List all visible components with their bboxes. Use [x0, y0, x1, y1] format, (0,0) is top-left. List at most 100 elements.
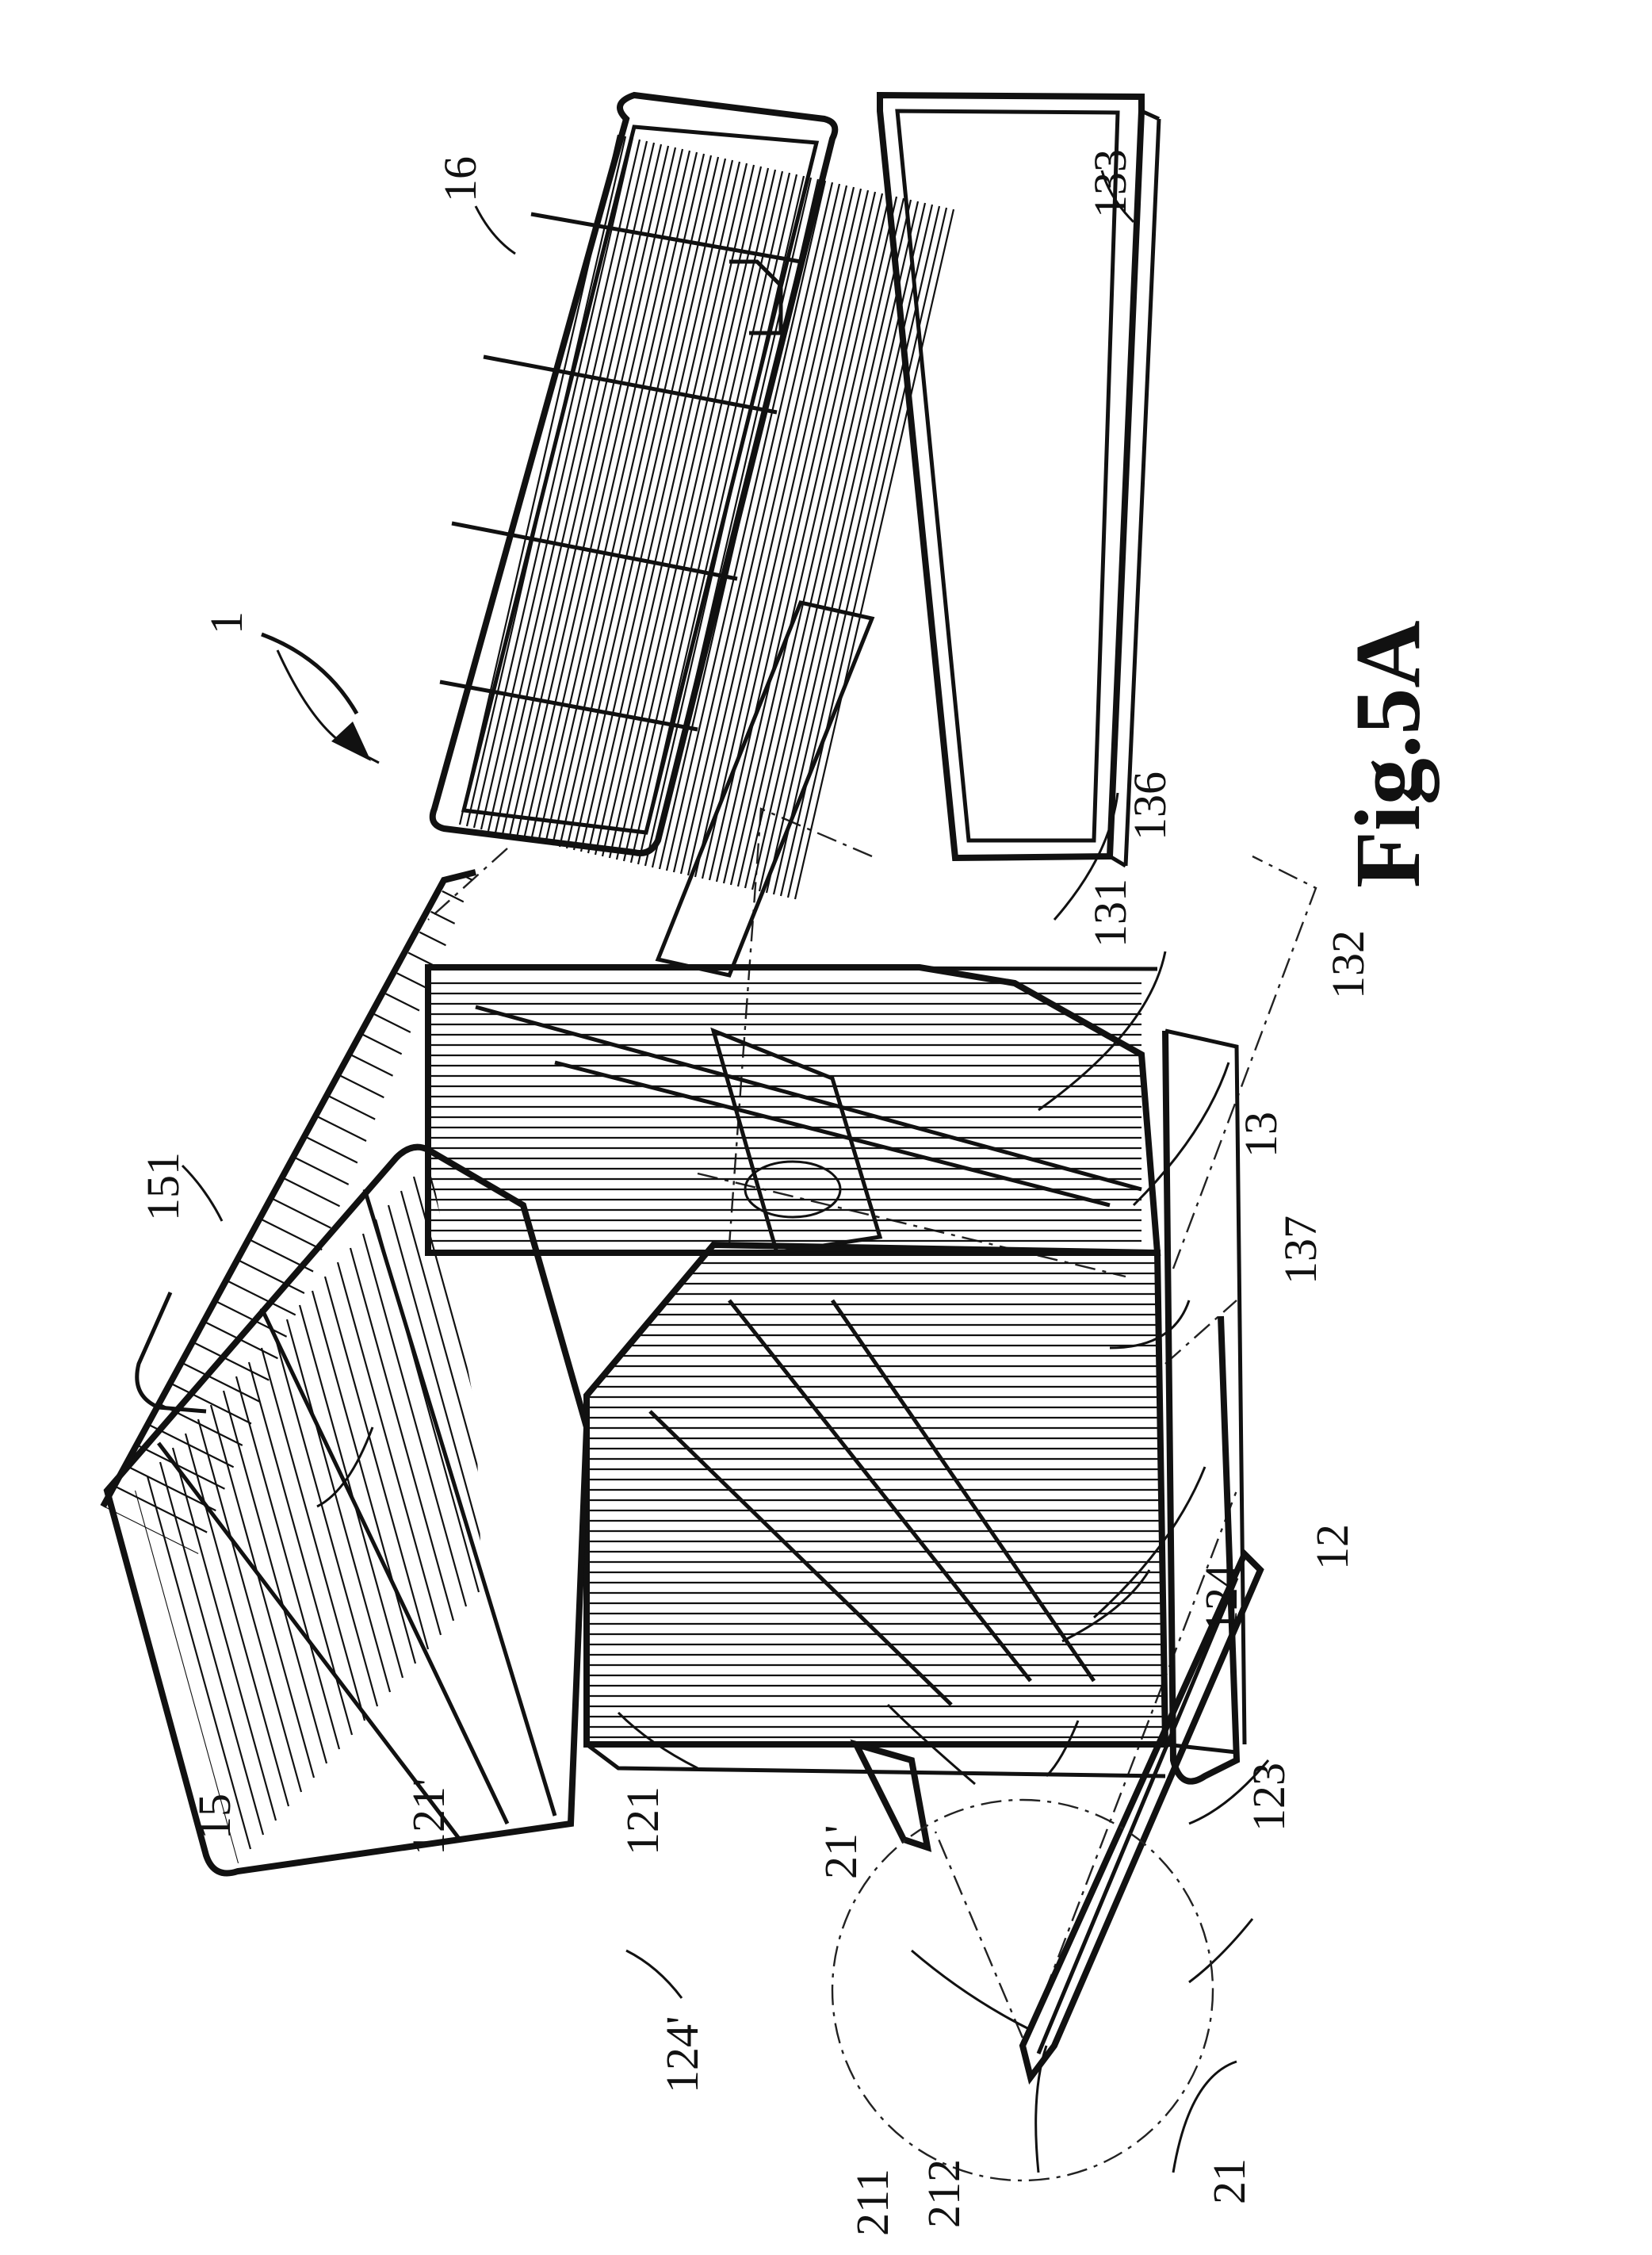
drip-pan-133 — [729, 91, 1161, 868]
hatch-line — [180, 1361, 277, 1411]
label-121: 121 — [617, 1786, 668, 1855]
hatch-line — [298, 1304, 404, 1679]
label-21-prime: 21' — [815, 1825, 866, 1879]
hatch-line — [361, 1233, 468, 1607]
label-132: 132 — [1322, 930, 1374, 999]
hatch-line — [323, 1276, 430, 1650]
hatch-line — [146, 1476, 252, 1850]
label-124-prime: 124' — [656, 2016, 708, 2093]
hatch-line — [572, 159, 734, 851]
hatch-line — [273, 1333, 379, 1707]
hatch-line — [124, 1464, 221, 1514]
hatch-line — [793, 209, 955, 900]
hatch-line — [472, 137, 634, 829]
hatch-line — [537, 151, 698, 843]
assembly-lines — [427, 807, 1317, 2039]
hatch-line — [615, 169, 777, 860]
hatch-line — [402, 949, 476, 998]
hatch-line — [412, 1176, 491, 1550]
hatch-line — [729, 194, 891, 886]
hatch-line — [184, 1433, 290, 1807]
hatch-line — [147, 1423, 243, 1472]
hatch-line — [311, 1290, 417, 1664]
hatch-line — [744, 197, 905, 889]
label-137: 137 — [1275, 1216, 1326, 1284]
hatch-line — [136, 1444, 232, 1493]
hatch-line — [335, 1073, 432, 1122]
hatch-line — [544, 153, 706, 844]
hatch-line — [113, 1485, 210, 1534]
hatch-line — [686, 185, 848, 876]
hatch-line — [608, 167, 770, 859]
hatch-line — [235, 1258, 332, 1307]
label-211: 211 — [847, 2169, 898, 2236]
hatch-line — [508, 145, 670, 837]
hatch-line — [672, 182, 834, 873]
grid-tray-16 — [429, 91, 955, 900]
hatch-line — [336, 1261, 442, 1636]
label-136: 136 — [1124, 771, 1176, 840]
hatch-line — [515, 147, 677, 838]
hatch-line — [579, 161, 741, 852]
hatch-line — [736, 196, 898, 887]
hatch-line — [694, 186, 855, 878]
hatch-line — [487, 140, 648, 832]
hatch-line — [285, 1319, 392, 1693]
label-12: 12 — [1306, 1524, 1358, 1570]
inner-rack-131 — [655, 600, 883, 1255]
hatch-line — [291, 1155, 388, 1204]
hatch-line — [701, 188, 862, 879]
hatch-line — [772, 204, 934, 895]
hatch-line — [494, 142, 656, 833]
hatch-line — [269, 1196, 365, 1246]
hatch-line — [349, 1247, 455, 1621]
label-133: 133 — [1084, 149, 1136, 218]
hatch-line — [551, 155, 713, 846]
hatch-line — [594, 164, 755, 856]
hatch-line — [222, 1390, 328, 1764]
label-131: 131 — [1084, 879, 1136, 948]
label-121-prime: 121' — [403, 1778, 454, 1855]
detail-circle — [831, 1798, 1214, 2182]
hatch-line — [587, 163, 748, 854]
figure-title: Fig.5A — [1336, 620, 1440, 888]
hatch-line — [651, 177, 813, 868]
hatch-line — [425, 1162, 491, 1536]
hatch-line — [629, 172, 791, 863]
label-15: 15 — [189, 1794, 240, 1840]
hatch-line — [158, 1403, 254, 1452]
label-123: 123 — [1243, 1763, 1294, 1832]
label-1: 1 — [201, 611, 252, 634]
label-124: 124 — [1195, 1564, 1247, 1633]
hatch-line — [480, 139, 641, 830]
hatch-line — [565, 158, 727, 849]
hatch-line — [260, 1347, 366, 1721]
hatch-line — [786, 207, 948, 898]
hatch-line — [530, 150, 691, 841]
hatch-line — [722, 193, 884, 884]
hatch-line — [213, 1300, 310, 1349]
hatch-line — [435, 887, 476, 936]
assembly-arrow-1 — [261, 632, 371, 761]
hatch-line — [171, 1447, 277, 1821]
hatch-line — [658, 178, 820, 870]
hatch-line — [679, 183, 841, 875]
hatch-line — [209, 1404, 315, 1778]
hatch-line — [558, 156, 720, 848]
hatch-line — [501, 144, 663, 835]
hatch-line — [458, 134, 620, 825]
label-16: 16 — [434, 156, 486, 202]
stake-21-prime — [850, 1739, 932, 1852]
hatch-line — [400, 1190, 491, 1564]
label-151: 151 — [137, 1152, 189, 1221]
cage-body-12 — [425, 964, 1247, 1785]
hatch-line — [665, 180, 827, 871]
hatch-line — [424, 908, 476, 957]
hatch-line — [224, 1279, 321, 1328]
hatch-line — [159, 1461, 265, 1836]
hatch-line — [758, 201, 920, 892]
hatch-line — [235, 1376, 341, 1750]
hatch-line — [644, 175, 805, 867]
